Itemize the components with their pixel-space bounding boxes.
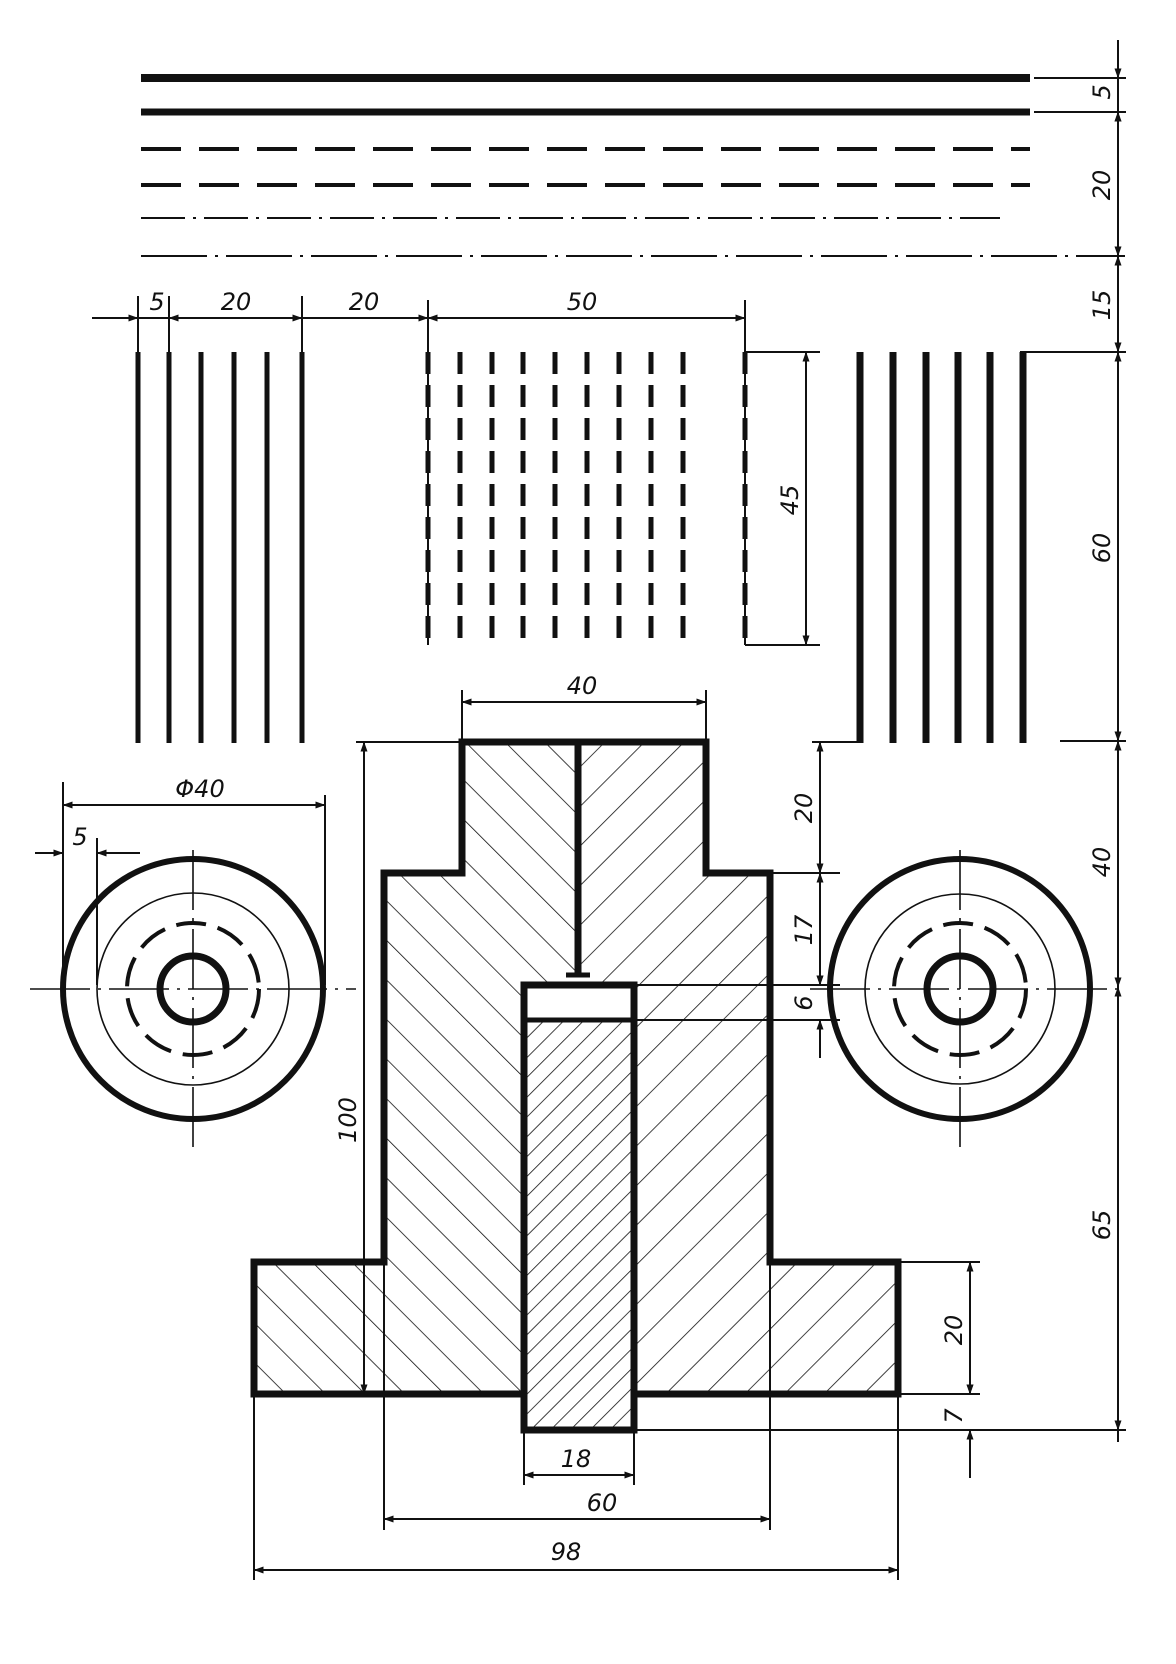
- dim-lower-height-65: 65: [1088, 1210, 1116, 1241]
- dim-body-width: 60: [587, 1489, 618, 1517]
- right-circle-view: [810, 850, 1118, 1150]
- dim-bore-gap: 6: [790, 995, 818, 1010]
- section-left-hatch: [254, 742, 578, 1394]
- dim-overall-width: 98: [551, 1538, 582, 1566]
- dim-circle-diameter: Φ40: [175, 775, 224, 803]
- dim-group-gap: 20: [349, 288, 380, 316]
- dim-dashed-lines-height: 45: [776, 485, 804, 516]
- sectioned-part: [250, 738, 902, 1434]
- solid-vertical-lines: 5 20 20: [92, 288, 429, 743]
- dim-shoulder-to-axis: 17: [790, 914, 818, 945]
- left-circle-view: Φ40 5: [30, 775, 356, 1150]
- right-dimension-chain: 5 20 15 60 40 65: [636, 40, 1126, 1442]
- dim-head-width: 40: [567, 672, 598, 700]
- dim-head-height: 20: [790, 793, 818, 824]
- dim-line-width-spacing: 5: [1088, 84, 1116, 99]
- mixed-vertical-lines: [856, 352, 1027, 743]
- dim-line-group-height: 20: [1088, 170, 1116, 201]
- section-right-hatch: [578, 742, 898, 1394]
- dim-right-height-40: 40: [1088, 847, 1116, 878]
- dim-dashed-group-width: 50: [567, 288, 598, 316]
- dim-flange-height: 20: [940, 1315, 968, 1346]
- line-types-horizontal: [141, 74, 1125, 257]
- part-dimensions: 40 100 20 17 6 20 7 18 60 98: [253, 672, 980, 1580]
- dim-overall-height: 100: [334, 1097, 362, 1143]
- dim-circle-wall: 5: [72, 823, 87, 851]
- dim-pin-protrusion: 7: [940, 1408, 968, 1424]
- dim-solid-group-width: 20: [221, 288, 252, 316]
- dim-gap-to-vertical-lines: 15: [1088, 290, 1116, 321]
- dim-pin-width: 18: [561, 1445, 592, 1473]
- dim-solid-group-spacing: 5: [149, 288, 164, 316]
- dashed-vertical-lines: 50 45: [425, 288, 820, 646]
- dim-vertical-lines-height: 60: [1088, 533, 1116, 564]
